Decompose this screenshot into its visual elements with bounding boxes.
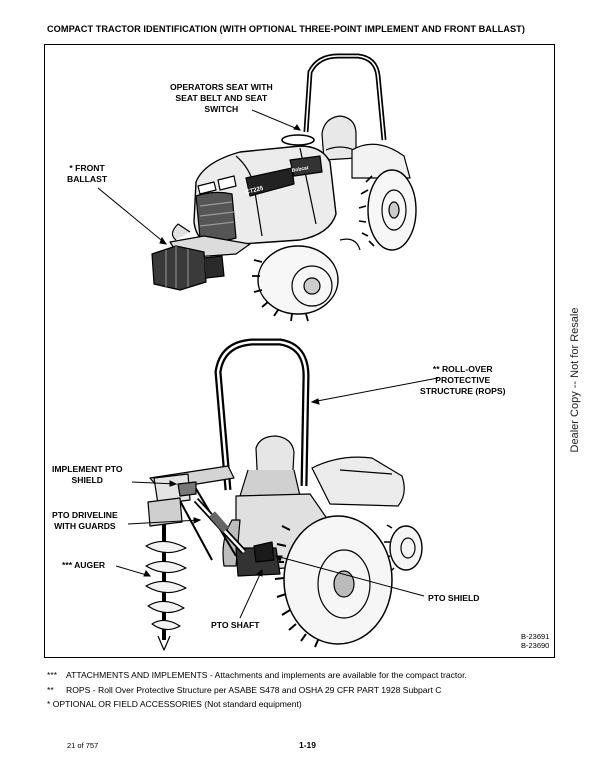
callout-rops: ** ROLL-OVER PROTECTIVE STRUCTURE (ROPS) bbox=[420, 364, 506, 396]
watermark: Dealer Copy -- Not for Resale bbox=[569, 307, 581, 453]
callout-implement-pto-shield: IMPLEMENT PTO SHIELD bbox=[52, 464, 123, 485]
leader-lines bbox=[97, 109, 439, 619]
figure-number-2: B-23690 bbox=[521, 641, 550, 650]
footnote-rops: **ROPS - Roll Over Protective Structure … bbox=[47, 684, 442, 695]
bottom-tractor-drawing bbox=[145, 338, 423, 651]
footnote-attachments: ***ATTACHMENTS AND IMPLEMENTS - Attachme… bbox=[47, 670, 467, 680]
callout-operators-seat: OPERATORS SEAT WITH SEAT BELT AND SEAT S… bbox=[170, 82, 273, 114]
callout-front-ballast: * FRONT BALLAST bbox=[67, 163, 108, 184]
top-tractor-drawing bbox=[151, 53, 417, 322]
page-title: COMPACT TRACTOR IDENTIFICATION (WITH OPT… bbox=[47, 24, 525, 34]
footnote-optional: * OPTIONAL OR FIELD ACCESSORIES (Not sta… bbox=[47, 699, 302, 709]
figure-number-1: B-23691 bbox=[521, 632, 550, 641]
model-badge: CT225 bbox=[245, 186, 265, 196]
figure-frame bbox=[44, 44, 555, 658]
page-number: 1-19 bbox=[299, 740, 317, 750]
callout-auger: *** AUGER bbox=[62, 560, 106, 570]
page-count: 21 of 757 bbox=[67, 741, 99, 750]
callout-pto-shaft: PTO SHAFT bbox=[211, 620, 260, 630]
auger-flighting bbox=[145, 540, 187, 631]
footnotes: ***ATTACHMENTS AND IMPLEMENTS - Attachme… bbox=[47, 668, 467, 712]
front-ballast-weights bbox=[151, 245, 225, 291]
callout-pto-driveline: PTO DRIVELINE WITH GUARDS bbox=[52, 510, 118, 531]
callout-pto-shield: PTO SHIELD bbox=[428, 593, 480, 603]
brand-badge: Bobcat bbox=[291, 165, 309, 174]
